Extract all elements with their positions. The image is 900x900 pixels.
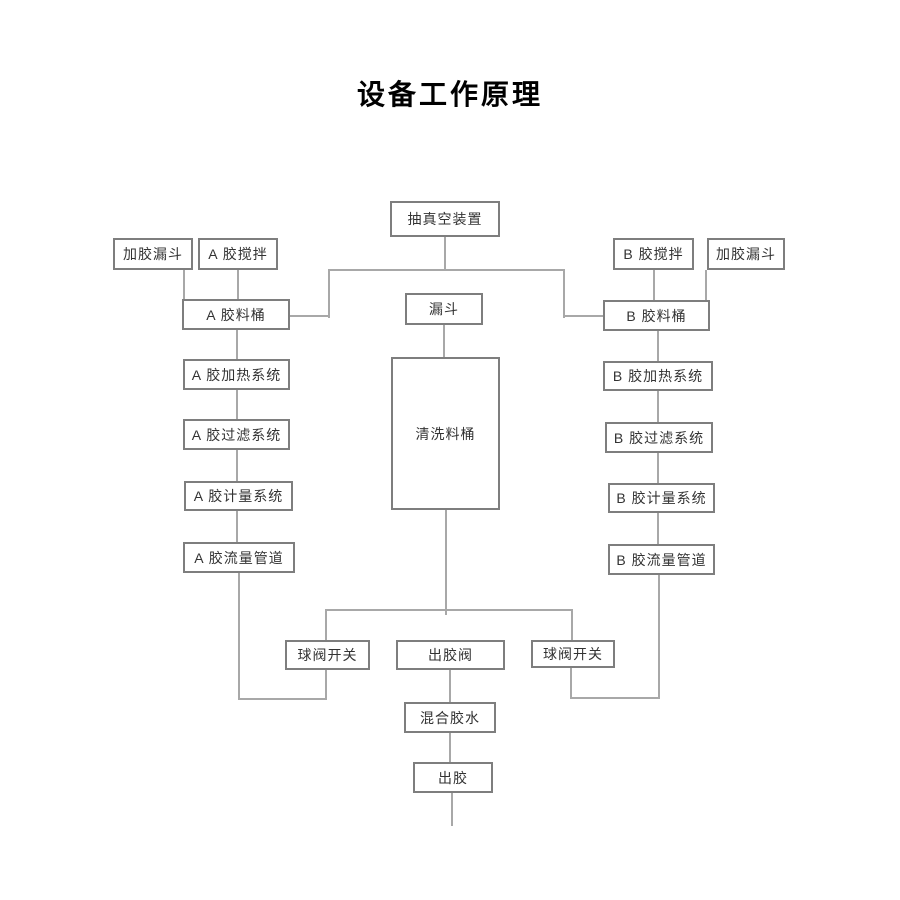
node-heat-b: B 胶加热系统 — [603, 361, 713, 391]
connector-line — [236, 330, 238, 359]
node-stir-b: B 胶搅拌 — [613, 238, 694, 270]
connector-line — [236, 390, 238, 419]
connector-line — [657, 391, 659, 422]
connector-line — [443, 325, 445, 357]
node-ball-valve-left: 球阀开关 — [285, 640, 370, 670]
node-stir-a: A 胶搅拌 — [198, 238, 278, 270]
connector-line — [653, 270, 655, 300]
connector-line — [449, 733, 451, 762]
connector-line — [657, 513, 659, 544]
node-mixed-glue: 混合胶水 — [404, 702, 496, 733]
connector-line — [236, 511, 238, 542]
connector-line — [236, 450, 238, 481]
connector-line — [451, 793, 453, 826]
node-bucket-a: A 胶料桶 — [182, 299, 290, 330]
node-meter-a: A 胶计量系统 — [184, 481, 293, 511]
connector-line — [658, 575, 660, 699]
connector-line — [325, 670, 327, 700]
connector-line — [563, 269, 565, 318]
connector-line — [237, 270, 239, 299]
node-filter-b: B 胶过滤系统 — [605, 422, 713, 453]
node-glue-valve: 出胶阀 — [396, 640, 505, 670]
connector-line — [449, 670, 451, 702]
connector-line — [328, 269, 330, 318]
node-ball-valve-right: 球阀开关 — [531, 640, 615, 668]
node-clean-bucket: 清洗料桶 — [391, 357, 500, 510]
node-bucket-b: B 胶料桶 — [603, 300, 710, 331]
node-glue-out: 出胶 — [413, 762, 493, 793]
node-filter-a: A 胶过滤系统 — [183, 419, 290, 450]
node-flow-a: A 胶流量管道 — [183, 542, 295, 573]
connector-line — [705, 270, 707, 300]
node-hopper-right: 加胶漏斗 — [707, 238, 785, 270]
node-flow-b: B 胶流量管道 — [608, 544, 715, 575]
node-vacuum-device: 抽真空装置 — [390, 201, 500, 237]
connector-line — [570, 697, 660, 699]
connector-line — [325, 609, 573, 611]
connector-line — [570, 668, 572, 699]
page-title: 设备工作原理 — [356, 79, 543, 110]
connector-line — [563, 315, 603, 317]
connector-line — [657, 453, 659, 483]
node-heat-a: A 胶加热系统 — [183, 359, 290, 390]
node-meter-b: B 胶计量系统 — [608, 483, 715, 513]
node-funnel: 漏斗 — [405, 293, 483, 325]
node-hopper-left: 加胶漏斗 — [113, 238, 193, 270]
connector-line — [238, 698, 327, 700]
connector-line — [328, 269, 565, 271]
connector-line — [325, 609, 327, 640]
connector-line — [445, 510, 447, 615]
connector-line — [657, 331, 659, 361]
connector-line — [444, 237, 446, 270]
connector-line — [571, 609, 573, 640]
connector-line — [290, 315, 330, 317]
connector-line — [183, 270, 185, 299]
connector-line — [238, 573, 240, 700]
